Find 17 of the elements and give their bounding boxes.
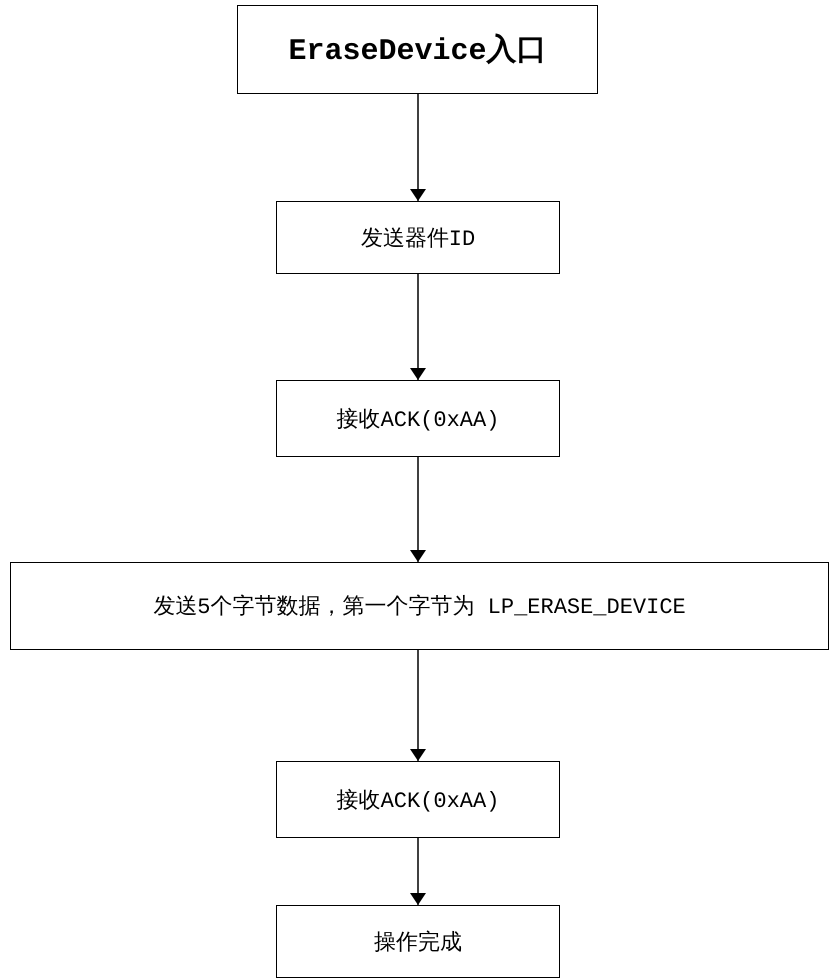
- arrow: [412, 457, 424, 562]
- start-box: [237, 5, 598, 94]
- process-box: [276, 201, 560, 274]
- box-label: 发送5个字节数据，第一个字节为 LP_ERASE_DEVICE: [153, 593, 686, 621]
- process-box: [276, 761, 560, 838]
- arrow: [412, 838, 424, 905]
- process-box: [10, 562, 829, 650]
- box-label: 接收ACK(0xAA): [336, 406, 500, 434]
- arrow: [412, 650, 424, 761]
- end-box: [276, 905, 560, 978]
- arrow: [412, 274, 424, 380]
- box-label: 发送器件ID: [360, 226, 476, 252]
- process-box: [276, 380, 560, 457]
- arrow: [412, 94, 424, 201]
- box-label: EraseDevice入口: [288, 32, 547, 70]
- box-label: 操作完成: [374, 929, 462, 956]
- box-label: 接收ACK(0xAA): [336, 788, 500, 814]
